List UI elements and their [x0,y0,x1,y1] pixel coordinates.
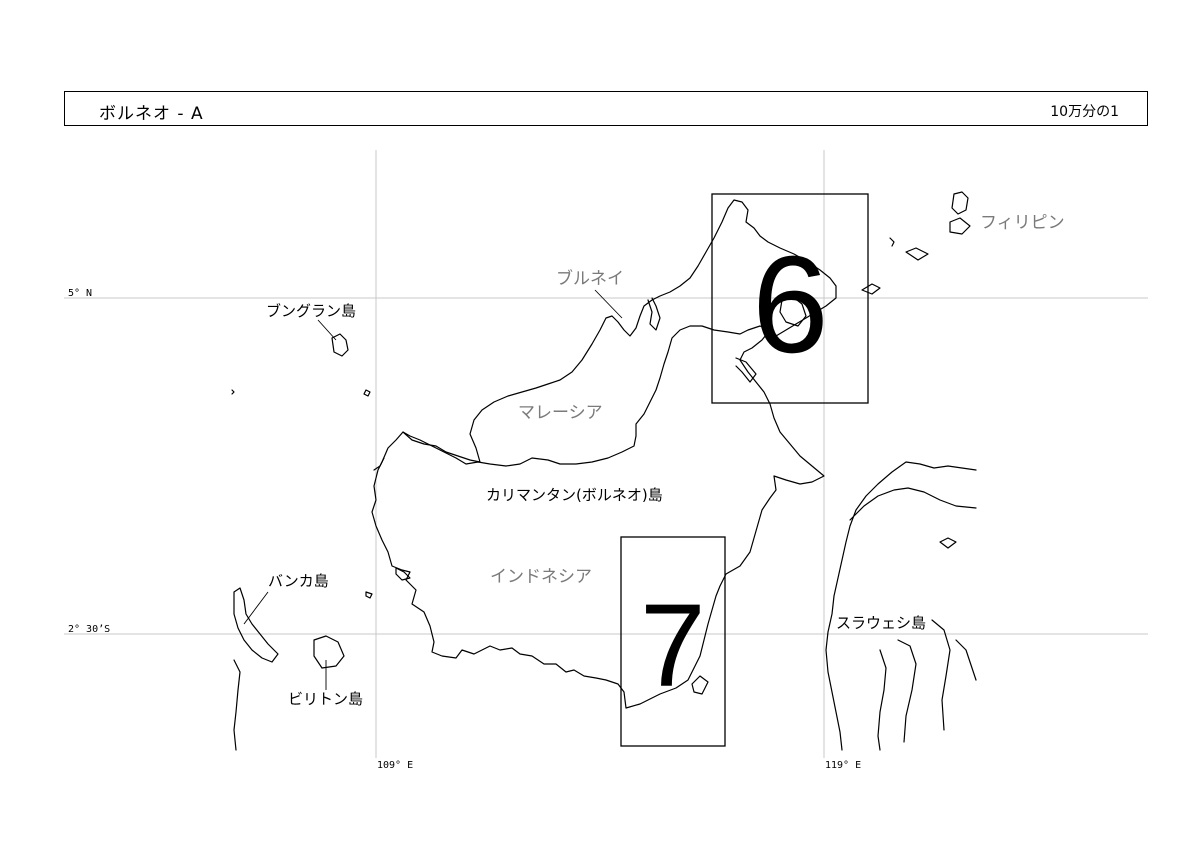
sarawak-sabah-coastline [402,199,837,463]
sulawesi-islet [939,537,957,549]
label-indonesia: インドネシア [490,567,592,587]
label-sulawesi: スラウェシ島 [836,614,926,632]
palawan-islet [905,247,929,261]
label-borneo: カリマンタン(ボルネオ)島 [486,486,663,504]
label-belitung: ビリトン島 [288,690,363,708]
kuching-bay [373,457,385,471]
sheet-7-frame[interactable] [620,536,726,747]
sheet-6-number: 6 [752,228,829,382]
label-bunguran: ブングラン島 [266,302,356,320]
borneo-coastline [371,325,825,709]
coord-label-2-30s: 2° 30’S [68,624,110,635]
belitung-island [313,635,345,669]
label-brunei: ブルネイ [556,268,624,289]
label-malaysia: マレーシア [518,403,603,423]
leader-bunguran [317,319,337,341]
islet-b [365,591,373,599]
label-philippines: フィリピン [980,213,1065,233]
sabah-peninsula [779,295,807,327]
bunguran-island [331,333,349,357]
sheet-6-frame[interactable] [711,193,869,404]
leader-bangka [243,591,269,625]
darvel-bay [735,357,757,383]
coord-label-109e: 109° E [377,760,413,771]
coord-label-119e: 119° E [825,760,861,771]
map-title: ボルネオ - A [99,104,204,124]
laut-island [691,675,709,695]
leader-brunei [594,289,623,319]
islet-a [363,389,371,397]
banggi-island [861,283,881,295]
islet-c [231,389,235,395]
label-bangka: バンカ島 [268,572,329,590]
graticule [64,150,1148,758]
coord-label-5n: 5° N [68,288,92,299]
west-coast-island [395,567,411,581]
islet-d [889,237,895,247]
map-scale: 10万分の1 [1050,104,1119,120]
sheet-7-number: 7 [640,580,706,712]
map-header: ボルネオ - A 10万分の1 [64,91,1148,126]
philippines-coastline [949,191,971,235]
sulawesi-coastline [825,461,977,751]
bangka-island [233,587,279,663]
sumatra-coastline [233,659,241,751]
brunei-bay [647,297,661,331]
